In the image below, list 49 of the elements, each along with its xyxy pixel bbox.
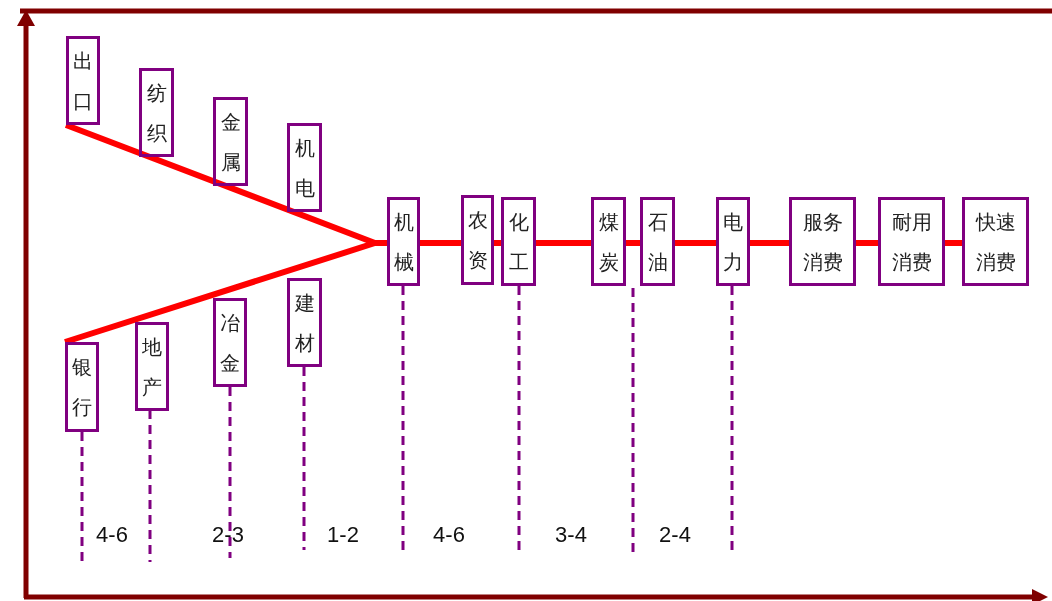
sector-label: 石油 <box>647 208 668 276</box>
sector-box <box>716 197 750 286</box>
sector-label: 冶金 <box>220 309 240 377</box>
sector-box <box>139 68 174 157</box>
connector-line <box>494 240 501 246</box>
sector-label: 农资 <box>467 207 488 274</box>
connector-line <box>945 240 962 246</box>
sector-box <box>66 36 100 125</box>
sector-label: 金属 <box>220 108 241 176</box>
sector-box <box>213 97 248 186</box>
connector-line <box>856 240 878 246</box>
sector-box <box>287 123 322 212</box>
sector-label: 建材 <box>294 289 315 357</box>
sector-label: 机械 <box>393 208 414 276</box>
sector-label: 地产 <box>142 333 162 401</box>
period-label: 4-6 <box>96 522 128 548</box>
sector-box <box>213 298 247 387</box>
sector-label: 银行 <box>72 354 92 421</box>
sector-label: 化工 <box>508 208 529 276</box>
sector-box <box>789 197 856 286</box>
sector-box <box>65 342 99 432</box>
sector-box <box>501 197 536 286</box>
period-label: 2-3 <box>212 522 244 548</box>
sector-label: 煤炭 <box>598 208 619 276</box>
period-label: 1-2 <box>327 522 359 548</box>
sector-box <box>640 197 675 286</box>
sector-label: 电力 <box>723 208 743 276</box>
sector-box <box>591 197 626 286</box>
connector-line <box>536 240 591 246</box>
period-label: 4-6 <box>433 522 465 548</box>
connector-line <box>420 240 461 246</box>
connector-line <box>626 240 640 246</box>
sector-box <box>878 197 945 286</box>
period-label: 2-4 <box>659 522 691 548</box>
sector-label: 服务消费 <box>802 208 843 276</box>
sector-box <box>387 197 420 286</box>
connector-line <box>675 240 716 246</box>
period-label: 3-4 <box>555 522 587 548</box>
sector-label: 出口 <box>73 47 93 115</box>
sector-box <box>135 322 169 411</box>
sector-label: 机电 <box>294 134 315 202</box>
sector-label: 纺织 <box>146 79 167 147</box>
sector-box <box>287 278 322 367</box>
sector-label: 快速消费 <box>975 208 1016 276</box>
sector-label: 耐用消费 <box>891 208 932 276</box>
sector-box <box>461 195 494 285</box>
sector-box <box>962 197 1029 286</box>
connector-line <box>750 240 789 246</box>
connector-line <box>64 240 387 345</box>
